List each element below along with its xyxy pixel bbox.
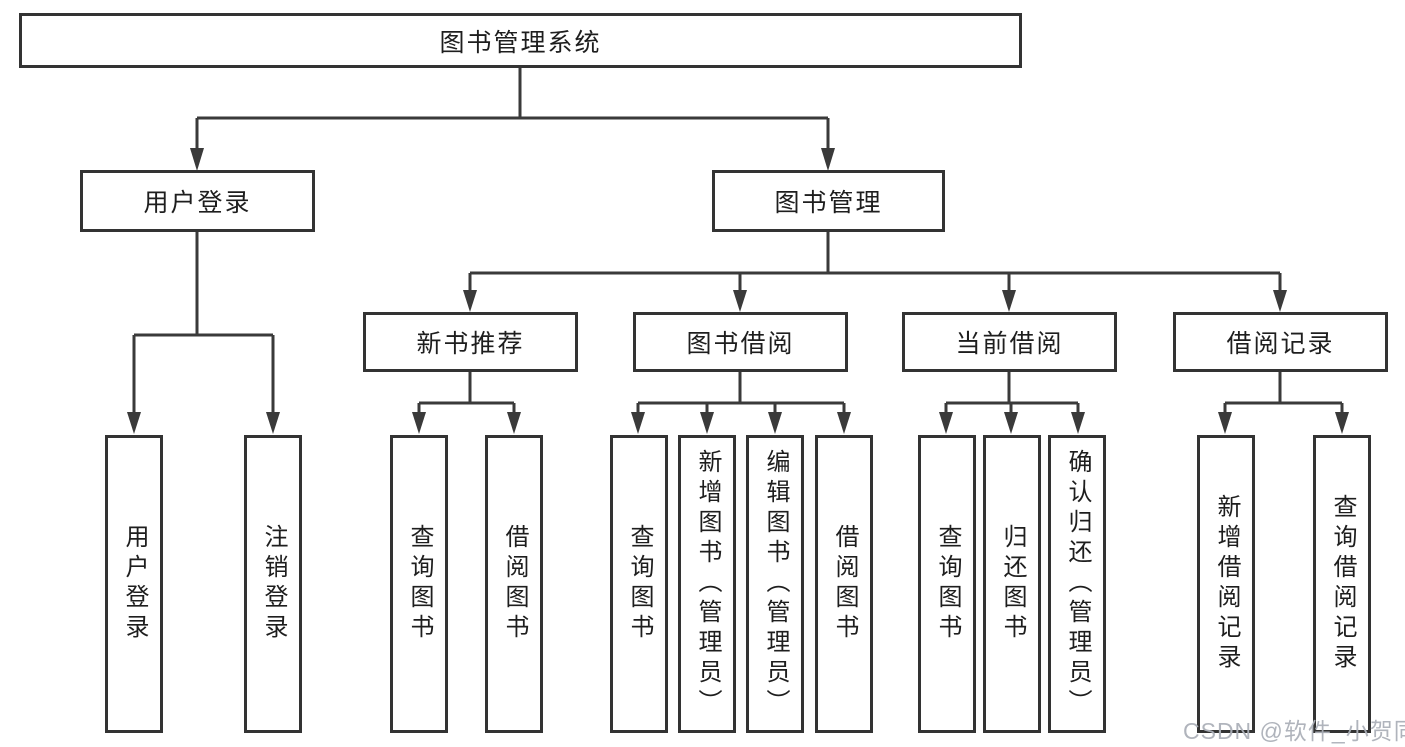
- arrow-icon: [463, 290, 477, 312]
- connector-recommend-group: [417, 370, 516, 414]
- arrow-icon: [768, 412, 782, 434]
- node-label: 用户登录: [143, 189, 252, 217]
- leaf-confirm-return-admin: 确认归还（管理员）: [1048, 435, 1106, 733]
- leaf-return-books: 归还图书: [983, 435, 1041, 733]
- arrow-icon: [837, 412, 851, 434]
- node-label: 当前借阅: [955, 330, 1064, 358]
- node-label: 图书管理: [774, 189, 883, 217]
- connector-mgmt-to-level3: [468, 232, 1282, 292]
- node-root-system: 图书管理系统: [19, 13, 1022, 68]
- leaf-edit-books-admin: 编辑图书（管理员）: [746, 435, 804, 733]
- leaf-logout: 注销登录: [244, 435, 302, 733]
- node-label: 用户登录: [121, 524, 148, 644]
- csdn-watermark: CSDN @软件_小贺同学: [1183, 718, 1405, 744]
- node-label: 查询图书: [934, 524, 961, 644]
- node-label: 图书管理系统: [439, 28, 602, 57]
- connector-history-group: [1223, 370, 1344, 414]
- connector-current-group: [944, 370, 1080, 414]
- node-label: 新增图书（管理员）: [694, 449, 721, 719]
- arrow-icon: [190, 148, 204, 171]
- arrowheads: [127, 148, 1349, 434]
- leaf-add-borrow-record: 新增借阅记录: [1197, 435, 1255, 733]
- leaf-user-login: 用户登录: [105, 435, 163, 733]
- node-book-management: 图书管理: [712, 170, 945, 232]
- node-label: 归还图书: [999, 524, 1026, 644]
- node-new-book-recommend: 新书推荐: [363, 312, 578, 372]
- node-label: 新增借阅记录: [1213, 494, 1240, 674]
- leaf-query-books: 查询图书: [390, 435, 448, 733]
- node-label: 新书推荐: [416, 330, 525, 358]
- node-label: 确认归还（管理员）: [1064, 449, 1091, 719]
- node-label: 借阅图书: [501, 524, 528, 644]
- arrow-icon: [939, 412, 953, 434]
- arrow-icon: [266, 412, 280, 434]
- node-label: 借阅记录: [1226, 330, 1335, 358]
- arrow-icon: [1335, 412, 1349, 434]
- node-label: 借阅图书: [831, 524, 858, 644]
- arrow-icon: [507, 412, 521, 434]
- node-current-borrow: 当前借阅: [902, 312, 1117, 372]
- node-label: 注销登录: [260, 524, 287, 644]
- leaf-query-books: 查询图书: [610, 435, 668, 733]
- arrow-icon: [631, 412, 645, 434]
- leaf-borrow-books: 借阅图书: [485, 435, 543, 733]
- arrow-icon: [821, 148, 835, 171]
- arrow-icon: [1071, 412, 1085, 434]
- arrow-icon: [733, 290, 747, 312]
- connector-login-to-children: [132, 232, 275, 414]
- arrow-icon: [1002, 290, 1016, 312]
- connector-borrow-group: [636, 370, 846, 414]
- node-label: 编辑图书（管理员）: [762, 449, 789, 719]
- node-label: 查询图书: [626, 524, 653, 644]
- arrow-icon: [1218, 412, 1232, 434]
- leaf-borrow-books: 借阅图书: [815, 435, 873, 733]
- leaf-query-books: 查询图书: [918, 435, 976, 733]
- node-label: 图书借阅: [686, 330, 795, 358]
- node-label: 查询借阅记录: [1329, 494, 1356, 674]
- arrow-icon: [127, 412, 141, 434]
- node-book-borrow: 图书借阅: [633, 312, 848, 372]
- leaf-query-borrow-record: 查询借阅记录: [1313, 435, 1371, 733]
- leaf-add-books-admin: 新增图书（管理员）: [678, 435, 736, 733]
- arrow-icon: [1004, 412, 1018, 434]
- node-user-login: 用户登录: [80, 170, 315, 232]
- arrow-icon: [1273, 290, 1287, 312]
- arrow-icon: [700, 412, 714, 434]
- connector-root-to-level2: [195, 66, 830, 150]
- node-borrow-records: 借阅记录: [1173, 312, 1388, 372]
- node-label: 查询图书: [406, 524, 433, 644]
- arrow-icon: [412, 412, 426, 434]
